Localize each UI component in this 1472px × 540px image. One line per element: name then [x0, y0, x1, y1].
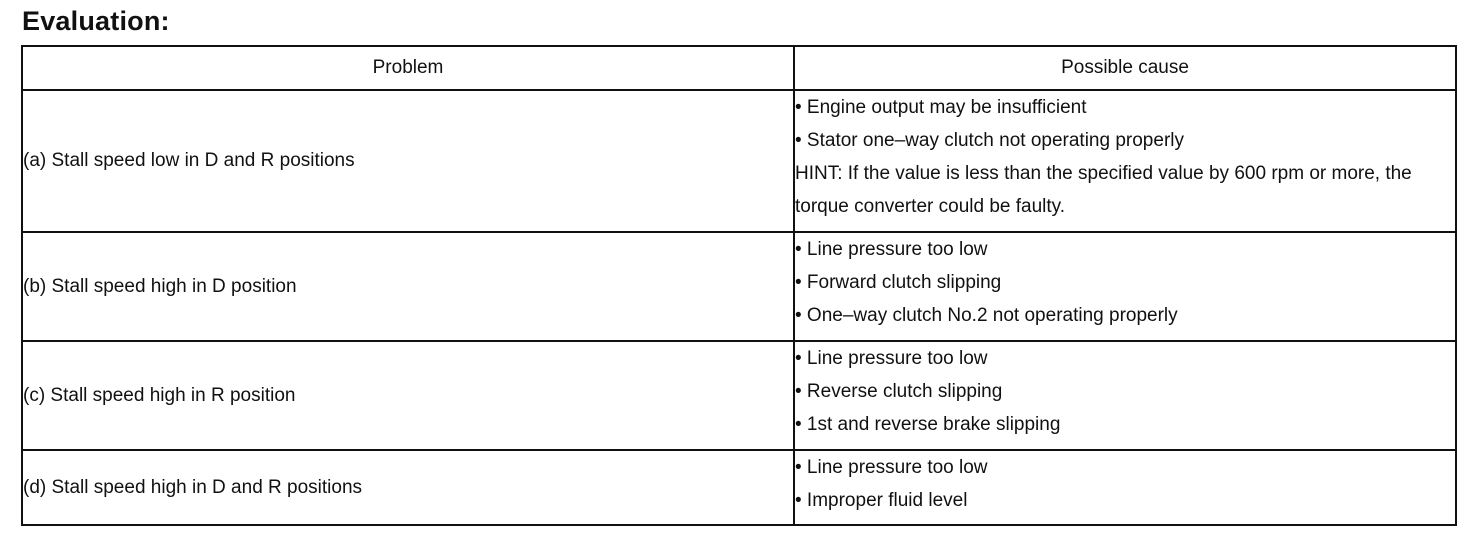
header-problem: Problem [21, 45, 795, 91]
problem-cell: (d) Stall speed high in D and R position… [21, 449, 795, 526]
table-row: (c) Stall speed high in R position • Lin… [21, 340, 1457, 451]
table-row: (d) Stall speed high in D and R position… [21, 449, 1457, 526]
hint-note: HINT: If the value is less than the spec… [795, 163, 1412, 217]
cause-item: • Line pressure too low [795, 348, 988, 369]
header-possible-cause: Possible cause [793, 45, 1457, 91]
cause-item: • Line pressure too low [795, 239, 988, 260]
problem-cell: (b) Stall speed high in D position [21, 231, 795, 342]
page-title: Evaluation: [22, 6, 170, 36]
cause-item: • One–way clutch No.2 not operating prop… [795, 305, 1178, 326]
table-row: (b) Stall speed high in D position • Lin… [21, 231, 1457, 342]
cause-item: • Stator one–way clutch not operating pr… [795, 130, 1184, 151]
cause-item: • 1st and reverse brake slipping [795, 414, 1061, 435]
cause-cell: • Line pressure too low • Reverse clutch… [793, 340, 1457, 451]
cause-cell: • Line pressure too low • Forward clutch… [793, 231, 1457, 342]
cause-cell: • Line pressure too low • Improper fluid… [793, 449, 1457, 526]
problem-cell: (c) Stall speed high in R position [21, 340, 795, 451]
table-header-row: Problem Possible cause [21, 45, 1457, 91]
cause-item: • Forward clutch slipping [795, 272, 1002, 293]
evaluation-table: Problem Possible cause (a) Stall speed l… [21, 45, 1457, 526]
table-row: (a) Stall speed low in D and R positions… [21, 89, 1457, 233]
problem-cell: (a) Stall speed low in D and R positions [21, 89, 795, 233]
cause-item: • Engine output may be insufficient [795, 97, 1087, 118]
cause-item: • Reverse clutch slipping [795, 381, 1003, 402]
cause-item: • Improper fluid level [795, 490, 968, 511]
cause-cell: • Engine output may be insufficient • St… [793, 89, 1457, 233]
cause-item: • Line pressure too low [795, 457, 988, 478]
